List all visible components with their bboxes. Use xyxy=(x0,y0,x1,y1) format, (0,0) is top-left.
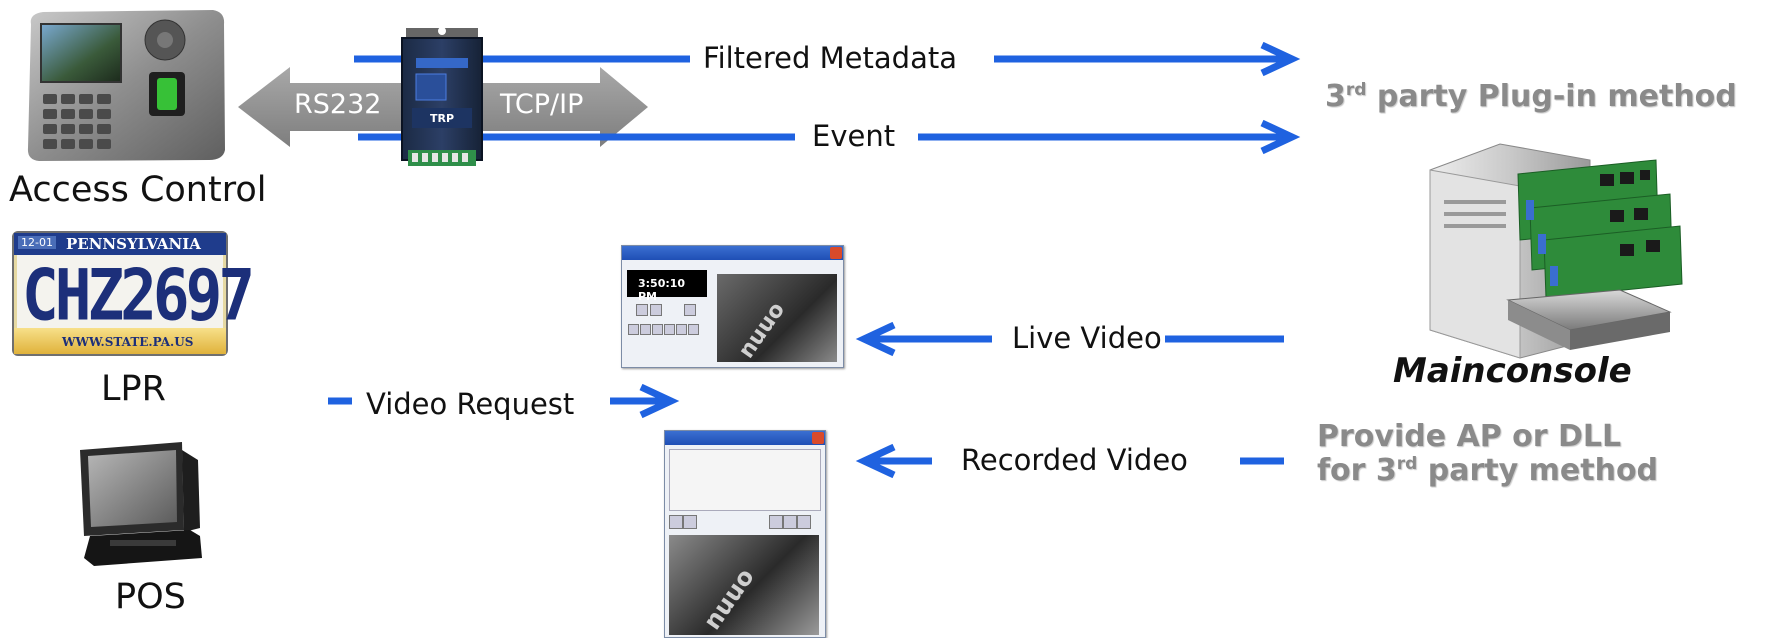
recorded-video-window[interactable]: nuuo xyxy=(664,430,826,638)
live-video-label: Live Video xyxy=(1012,321,1162,355)
event-label: Event xyxy=(812,119,896,153)
close-icon[interactable] xyxy=(830,247,842,259)
video-request-arrowhead xyxy=(639,383,680,419)
recorded-video-label: Recorded Video xyxy=(961,443,1188,477)
pos-terminal-image xyxy=(70,440,220,570)
tcpip-label: TCP/IP xyxy=(500,89,584,120)
playback-controls[interactable] xyxy=(630,304,706,316)
provide-line-2: for 3rd party method xyxy=(1317,453,1659,488)
provide-line-1: Provide AP or DLL xyxy=(1317,419,1622,454)
recorded-camera-view: nuuo xyxy=(669,535,819,635)
recorded-window-titlebar[interactable] xyxy=(665,431,825,445)
plate-bottom-band xyxy=(14,328,226,354)
plate-url: WWW.STATE.PA.US xyxy=(62,335,194,349)
recorded-toolbar[interactable] xyxy=(669,515,819,529)
plugin-method-label: 3rd party Plug-in method xyxy=(1325,79,1737,114)
access-control-label: Access Control xyxy=(9,170,267,210)
playback-transport[interactable] xyxy=(628,324,708,336)
video-request-label: Video Request xyxy=(366,387,575,421)
recorded-video-arrowhead xyxy=(855,443,896,479)
converter-brand-label: TRP xyxy=(430,112,455,125)
playback-window-titlebar[interactable] xyxy=(622,246,843,260)
plate-top-band xyxy=(14,233,226,255)
playback-time-display: 3:50:10 PM xyxy=(627,270,707,303)
rs232-label: RS232 xyxy=(294,89,382,120)
plate-sticker: 12-01 xyxy=(18,236,56,249)
lpr-label: LPR xyxy=(101,369,166,409)
license-plate-image: 12-01 PENNSYLVANIA CHZ2697 WWW.STATE.PA.… xyxy=(12,231,255,356)
access-control-device-image xyxy=(25,10,227,162)
recorded-watermark: nuuo xyxy=(697,563,760,635)
mainconsole-computer-image xyxy=(1420,140,1690,360)
playback-watermark: nuuo xyxy=(734,297,791,364)
plate-state: PENNSYLVANIA xyxy=(66,235,201,253)
playback-window[interactable]: 3:50:10 PM nuuo xyxy=(621,245,844,368)
plate-number: CHZ2697 xyxy=(22,255,255,337)
mainconsole-label: Mainconsole xyxy=(1393,351,1632,391)
event-arrowhead xyxy=(1260,119,1301,155)
converter-device-image: TRP xyxy=(398,22,486,174)
playback-camera-view: nuuo xyxy=(717,274,837,364)
recorded-info-panel xyxy=(669,449,821,511)
pos-label: POS xyxy=(115,577,186,617)
filtered-metadata-arrowhead xyxy=(1260,41,1301,77)
filtered-metadata-label: Filtered Metadata xyxy=(703,41,957,75)
live-video-arrowhead xyxy=(855,321,896,357)
playback-time: 3:50:10 PM xyxy=(638,277,686,303)
close-icon[interactable] xyxy=(812,432,824,444)
